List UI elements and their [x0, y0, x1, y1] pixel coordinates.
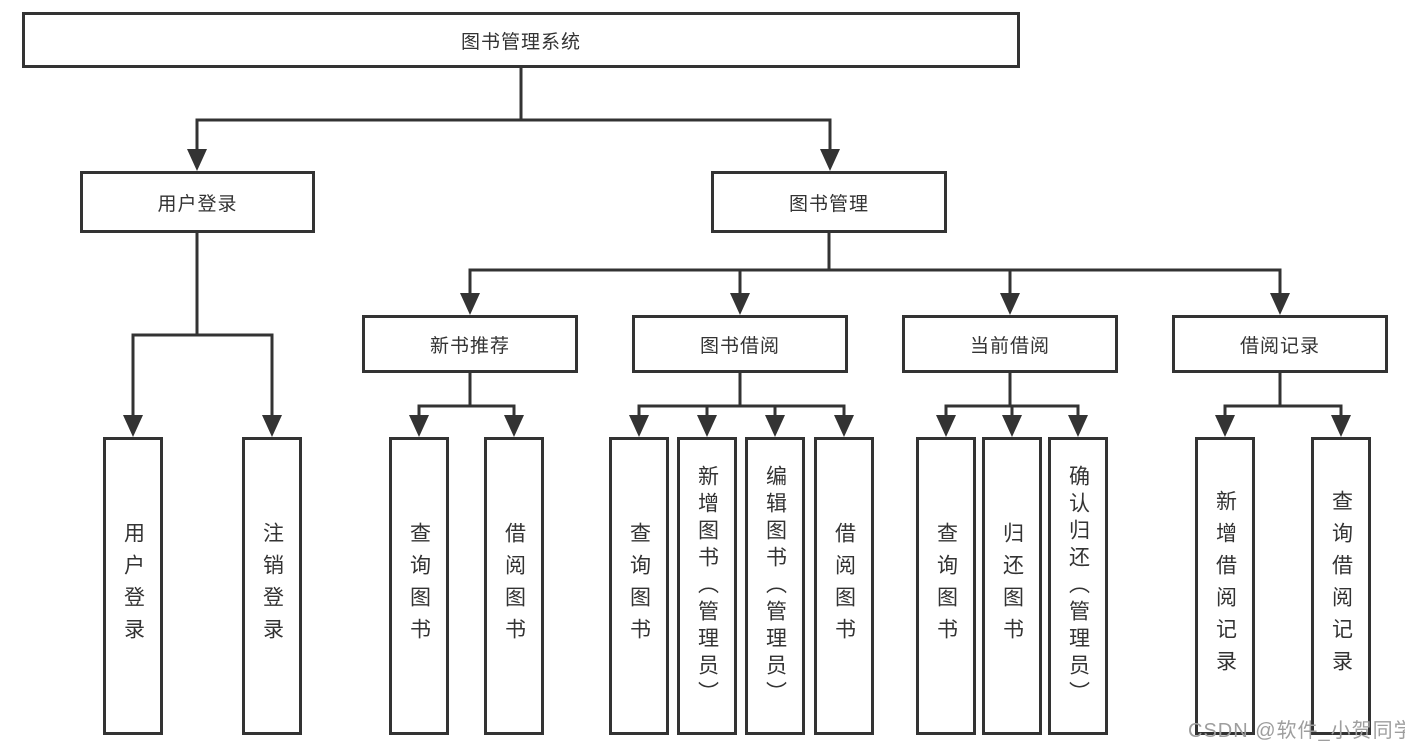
leaf-label: 确认归还（管理员）: [1066, 464, 1090, 708]
leaf-recommend-borrow-book: 借阅图书: [484, 437, 544, 735]
node-new-book-recommend: 新书推荐: [362, 315, 578, 373]
leaf-current-query-book: 查询图书: [916, 437, 976, 735]
leaf-user-login: 用户登录: [103, 437, 163, 735]
leaf-label: 借阅图书: [502, 522, 526, 650]
leaf-label: 新增借阅记录: [1213, 490, 1237, 682]
node-label: 图书管理: [788, 193, 869, 215]
leaf-label: 查询图书: [407, 522, 431, 650]
leaf-logout: 注销登录: [242, 437, 302, 735]
node-label: 当前借阅: [969, 335, 1050, 357]
node-book-borrow: 图书借阅: [632, 315, 848, 373]
leaf-records-query-record: 查询借阅记录: [1311, 437, 1371, 735]
leaf-label: 注销登录: [260, 522, 284, 650]
node-user-login: 用户登录: [80, 171, 315, 233]
leaf-current-confirm-return-admin: 确认归还（管理员）: [1048, 437, 1108, 735]
node-label: 用户登录: [157, 193, 238, 215]
node-label: 借阅记录: [1239, 335, 1320, 357]
csdn-watermark: CSDN @软件_小贺同学: [1188, 720, 1405, 742]
leaf-label: 查询图书: [934, 522, 958, 650]
leaf-label: 新增图书（管理员）: [695, 464, 719, 708]
node-borrow-records: 借阅记录: [1172, 315, 1388, 373]
leaf-current-return-book: 归还图书: [982, 437, 1042, 735]
leaf-label: 归还图书: [1000, 522, 1024, 650]
leaf-borrow-query-book: 查询图书: [609, 437, 669, 735]
leaf-borrow-borrow-book: 借阅图书: [814, 437, 874, 735]
arrowhead-icons: [123, 149, 1351, 437]
node-label: 图书借阅: [699, 335, 780, 357]
leaf-recommend-query-book: 查询图书: [389, 437, 449, 735]
leaf-label: 查询借阅记录: [1329, 490, 1353, 682]
leaf-label: 编辑图书（管理员）: [763, 464, 787, 708]
node-book-management: 图书管理: [711, 171, 947, 233]
leaf-label: 查询图书: [627, 522, 651, 650]
leaf-records-add-record: 新增借阅记录: [1195, 437, 1255, 735]
node-label: 新书推荐: [429, 335, 510, 357]
node-library-system: 图书管理系统: [22, 12, 1020, 68]
connector-lines: [131, 66, 1343, 419]
leaf-label: 借阅图书: [832, 522, 856, 650]
leaf-label: 用户登录: [121, 522, 145, 650]
node-label: 图书管理系统: [460, 31, 581, 53]
node-current-borrow: 当前借阅: [902, 315, 1118, 373]
leaf-borrow-edit-book-admin: 编辑图书（管理员）: [745, 437, 805, 735]
leaf-borrow-add-book-admin: 新增图书（管理员）: [677, 437, 737, 735]
